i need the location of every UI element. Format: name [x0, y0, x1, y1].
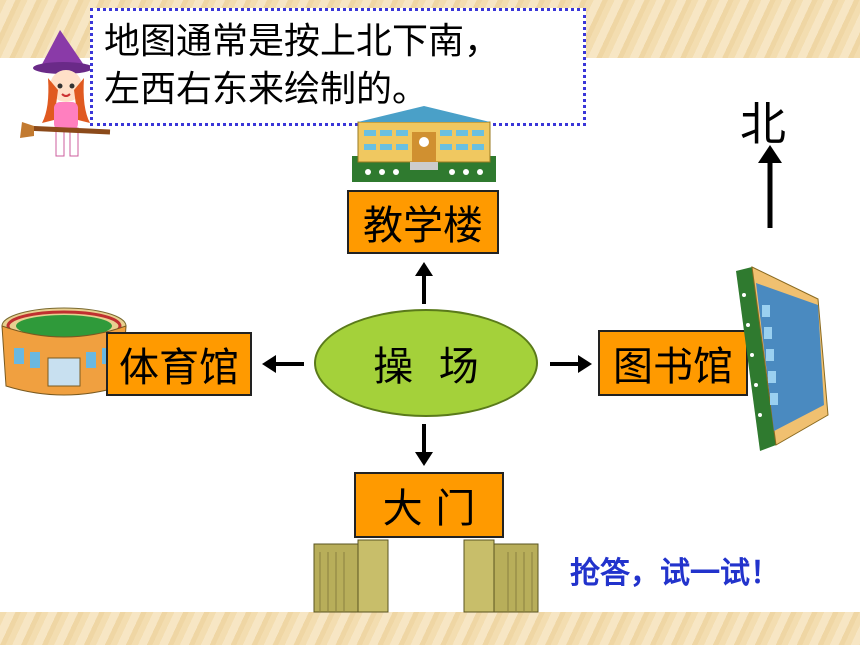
- arrow-right: [550, 355, 592, 373]
- school-building-icon: [352, 106, 496, 182]
- note-text: 地图通常是按上北下南， 左西右东来绘制的。: [104, 18, 574, 114]
- gym-stadium-icon: [1, 307, 127, 396]
- place-label-school: 教学楼: [347, 190, 499, 254]
- note-box: [90, 8, 586, 126]
- arrow-left: [262, 355, 304, 373]
- note-line-2: 左西右东来绘制的。: [104, 69, 429, 110]
- playground-ellipse: 操 场: [314, 309, 538, 417]
- arrow-down: [415, 424, 433, 466]
- north-arrow: [758, 145, 782, 228]
- place-label-gym: 体育馆: [106, 332, 252, 396]
- note-line-1: 地图通常是按上北下南，: [104, 21, 501, 62]
- witch-character-icon: [20, 30, 111, 157]
- library-building-icon: [736, 266, 829, 451]
- place-label-library: 图书馆: [598, 330, 748, 396]
- quiz-prompt: 抢答，试一试！: [570, 556, 780, 591]
- arrow-up: [415, 262, 433, 304]
- north-label: 北: [740, 97, 786, 151]
- place-label-gate: 大 门: [354, 472, 504, 538]
- gate-icon: [313, 539, 539, 613]
- playground-label: 操 场: [373, 344, 479, 390]
- parchment-bottom-band: [0, 612, 860, 645]
